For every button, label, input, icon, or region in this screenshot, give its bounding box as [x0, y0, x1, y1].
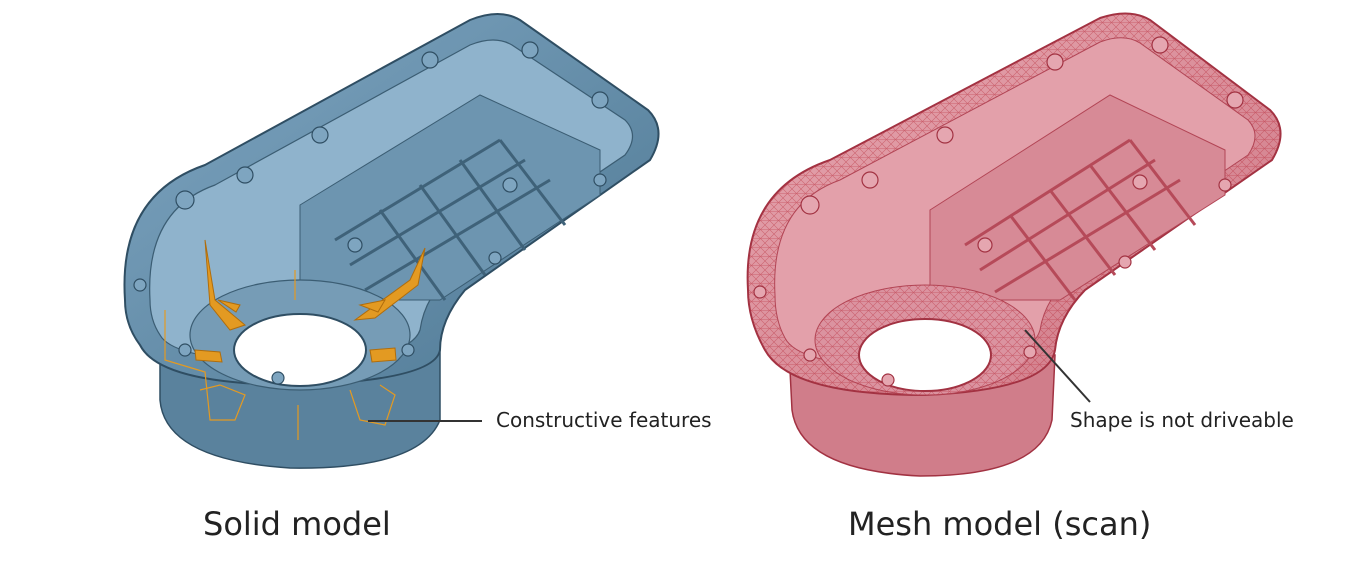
- constructive-feature-gussets: [194, 239, 426, 363]
- solid-model-caption: Solid model: [203, 505, 391, 543]
- mesh-model-caption: Mesh model (scan): [848, 505, 1152, 543]
- constructive-feature-outlines: [164, 270, 396, 440]
- solid-model-housing: [123, 13, 660, 469]
- mesh-screw-bosses: [753, 36, 1244, 387]
- mesh-model-housing: [746, 12, 1282, 477]
- constructive-features-callout: Constructive features: [496, 408, 712, 432]
- solid-center-hole: [233, 313, 367, 387]
- mesh-rib-grid: [964, 138, 1197, 301]
- not-driveable-callout: Shape is not driveable: [1070, 408, 1294, 432]
- not-driveable-leader: [1024, 329, 1091, 403]
- solid-screw-bosses: [133, 41, 609, 385]
- mesh-center-hole: [858, 318, 992, 392]
- solid-rib-grid: [334, 138, 567, 301]
